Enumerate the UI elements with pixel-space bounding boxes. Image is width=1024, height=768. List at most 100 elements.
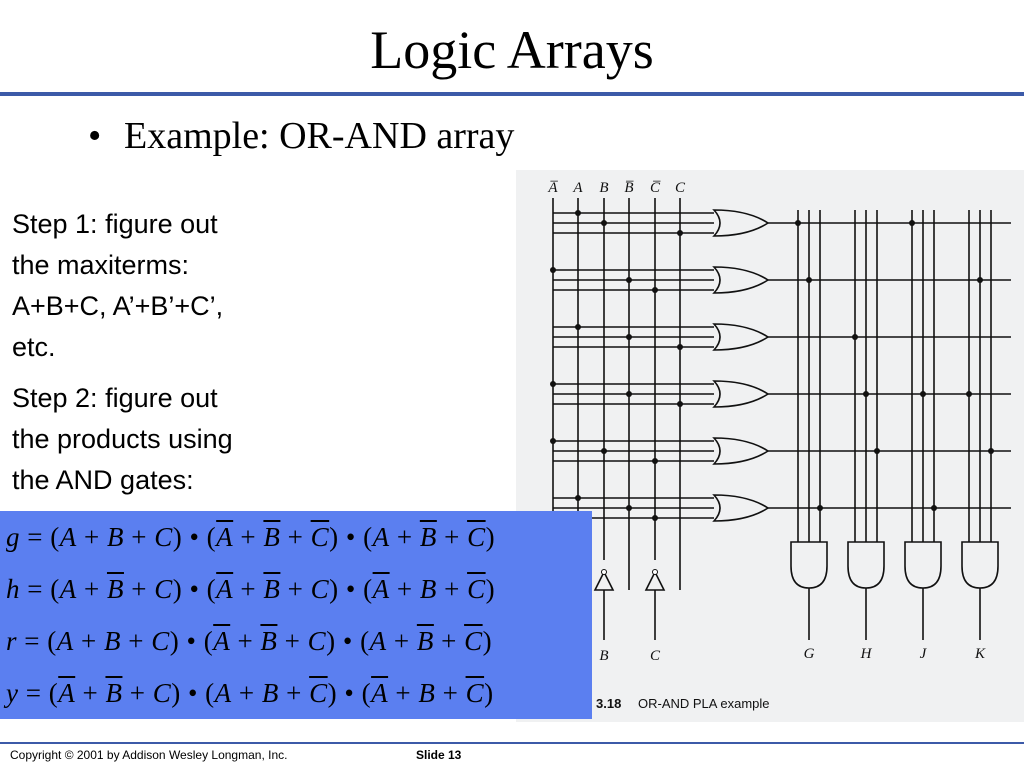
paren: ( xyxy=(361,678,372,708)
and-dot: • xyxy=(180,678,206,708)
step-2-line: Step 2: figure out xyxy=(12,383,218,413)
step-2-text: Step 2: figure out the products using th… xyxy=(12,378,312,501)
equation-variable: A xyxy=(372,522,390,552)
output-label: J xyxy=(920,646,928,662)
paren: ( xyxy=(50,574,60,604)
slide-title: Logic Arrays xyxy=(370,20,654,80)
and-dot: • xyxy=(337,678,362,708)
plus: + xyxy=(75,678,106,708)
plus: + xyxy=(122,678,153,708)
plus: + xyxy=(123,574,155,604)
paren: ) xyxy=(326,626,336,656)
paren: ( xyxy=(363,574,373,604)
paren: ( xyxy=(363,522,373,552)
plus: + xyxy=(389,574,420,604)
paren: ( xyxy=(50,522,60,552)
paren: ( xyxy=(206,574,217,604)
figure-caption-text: OR-AND PLA example xyxy=(638,696,770,711)
plus: + xyxy=(230,626,261,656)
and-dot: • xyxy=(182,574,207,604)
equation-variable: C xyxy=(464,626,483,656)
equation-variable: B xyxy=(261,678,279,708)
equation-variable: B xyxy=(419,522,437,552)
equation-variable: A xyxy=(369,626,387,656)
equation-variable: A xyxy=(213,626,231,656)
plus: + xyxy=(436,522,468,552)
plus: + xyxy=(233,522,264,552)
plus: + xyxy=(76,574,107,604)
equation-equals: = xyxy=(20,522,51,552)
equation-lhs: r xyxy=(6,626,18,656)
equation-variable: A xyxy=(59,574,77,604)
input-label: A xyxy=(572,180,583,196)
footer-slide-number: Slide 13 xyxy=(416,748,462,762)
paren: ( xyxy=(360,626,370,656)
output-label: K xyxy=(974,646,986,662)
and-dot: • xyxy=(179,626,204,656)
equation-variable: C xyxy=(310,522,330,552)
or-and-pla-figure: A̅ A B B̅ C̅ C B C G H J K 3.18 OR-AND P… xyxy=(516,170,1024,722)
plus: + xyxy=(433,626,465,656)
plus: + xyxy=(280,522,311,552)
equation-variable: C xyxy=(152,678,172,708)
title-divider xyxy=(0,92,1024,96)
paren: ( xyxy=(205,678,215,708)
equation-variable: B xyxy=(106,574,124,604)
equation-variable: C xyxy=(309,678,328,708)
paren: ) xyxy=(485,522,496,552)
plus: + xyxy=(435,678,466,708)
paren: ( xyxy=(206,522,217,552)
equation-equals: = xyxy=(18,678,49,708)
bullet-dot: • xyxy=(88,115,102,157)
footer-divider xyxy=(0,742,1024,744)
paren: ) xyxy=(172,522,183,552)
plus: + xyxy=(278,678,310,708)
paren: ) xyxy=(327,678,338,708)
paren: ) xyxy=(482,626,493,656)
equation-variable: B xyxy=(106,522,124,552)
input-label: B̅ xyxy=(624,180,634,196)
footer-copyright: Copyright © 2001 by Addison Wesley Longm… xyxy=(10,748,288,762)
equation-lhs: y xyxy=(6,678,19,708)
equation-variable: C xyxy=(154,522,173,552)
equation-variable: A xyxy=(372,574,390,604)
output-label: H xyxy=(860,646,873,662)
equation-variable: B xyxy=(419,574,437,604)
plus: + xyxy=(231,678,262,708)
equation-variable: C xyxy=(465,678,485,708)
equation-variable: C xyxy=(467,574,486,604)
paren: ( xyxy=(203,626,214,656)
paren: ) xyxy=(172,574,183,604)
equation-variable: A xyxy=(56,626,74,656)
equation-variable: C xyxy=(154,574,173,604)
equation-r: r = (A + B + C) • (A + B + C) • (A + B +… xyxy=(6,615,492,667)
and-dot: • xyxy=(338,522,364,552)
paren: ) xyxy=(171,678,181,708)
input-label: B xyxy=(599,180,608,196)
equation-h: h = (A + B + C) • (A + B + C) • (A + B +… xyxy=(6,563,495,615)
plus: + xyxy=(277,626,308,656)
equation-variable: B xyxy=(103,626,121,656)
equation-variable: B xyxy=(263,522,281,552)
input-label: C xyxy=(675,180,686,196)
step-2-line: the products using xyxy=(12,424,233,454)
plus: + xyxy=(436,574,468,604)
pla-diagram: A̅ A B B̅ C̅ C B C G H J K 3.18 OR-AND P… xyxy=(547,180,1011,711)
paren: ( xyxy=(47,626,57,656)
plus: + xyxy=(280,574,311,604)
step-2-line: the AND gates: xyxy=(12,465,194,495)
output-label: G xyxy=(804,646,815,662)
paren: ( xyxy=(48,678,59,708)
bottom-input-label: B xyxy=(599,648,608,664)
paren: ) xyxy=(329,574,339,604)
plus: + xyxy=(73,626,104,656)
equation-g: g = (A + B + C) • (A + B + C) • (A + B +… xyxy=(6,511,495,563)
plus: + xyxy=(233,574,264,604)
equation-variable: A xyxy=(58,678,76,708)
equation-variable: B xyxy=(418,678,436,708)
paren: ) xyxy=(329,522,339,552)
bullet-text: Example: OR-AND array xyxy=(124,115,515,157)
paren: ) xyxy=(169,626,180,656)
bullet-example: • Example: OR-AND array xyxy=(88,112,514,160)
equations-panel: g = (A + B + C) • (A + B + C) • (A + B +… xyxy=(0,511,592,719)
